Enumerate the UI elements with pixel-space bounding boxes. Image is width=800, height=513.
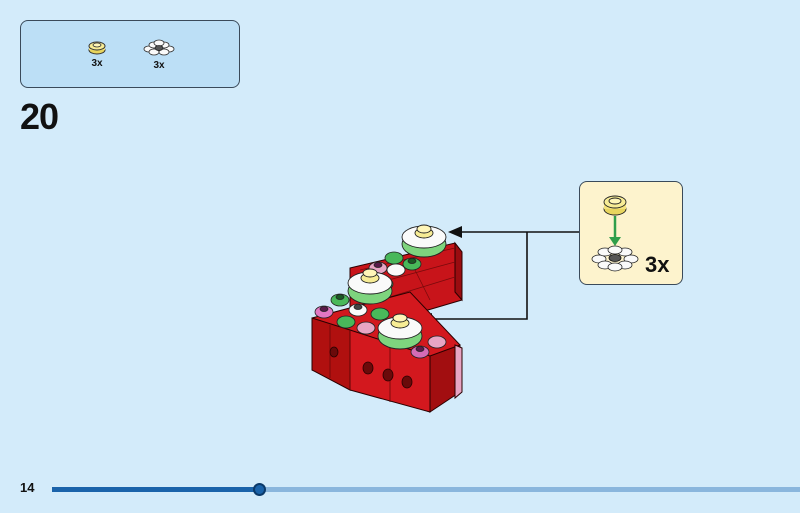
callout-qty: 3x bbox=[645, 252, 669, 278]
green-arrow-icon bbox=[609, 216, 621, 246]
page-number: 14 bbox=[20, 480, 34, 495]
yellow-round-plate-icon bbox=[604, 196, 626, 215]
progress-bar bbox=[52, 487, 800, 492]
subassembly-callout: 3x bbox=[579, 181, 683, 285]
white-flower-plate-icon bbox=[592, 246, 638, 271]
arrow-head-upper bbox=[448, 226, 462, 238]
daisy-flower bbox=[402, 225, 446, 257]
progress-fill bbox=[52, 487, 259, 492]
